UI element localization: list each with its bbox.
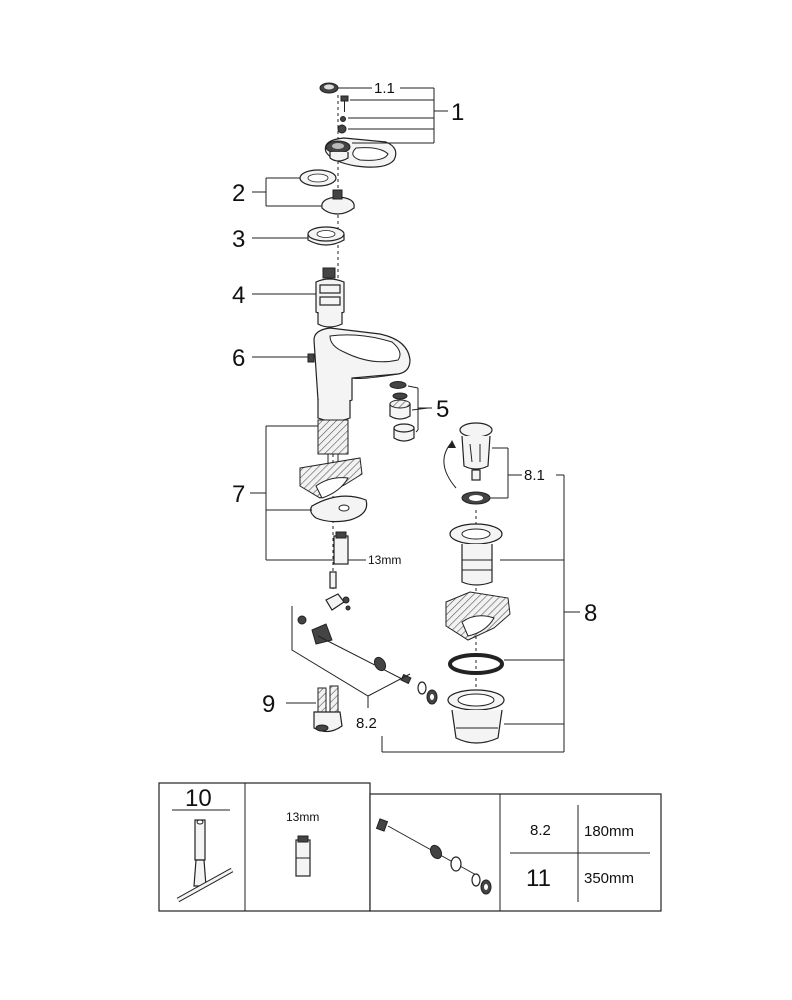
part-8-1-popup-plug: [443, 422, 493, 505]
part-4-cartridge: [315, 267, 345, 328]
part-1-screw: [337, 95, 349, 134]
part-7-washer-plate: [310, 495, 368, 523]
part-9-supply-hoses: [313, 685, 343, 733]
pull-rod-11-icon: [375, 818, 492, 895]
callout-4: 4: [232, 282, 245, 309]
part-6-faucet-body: [307, 327, 411, 422]
part-8-drain-flange: [449, 523, 503, 586]
part-lift-rod-clamp: [297, 571, 351, 645]
callout-9: 9: [262, 691, 275, 718]
socket-13mm-icon: [295, 835, 311, 877]
part-5-aerator: [389, 381, 415, 442]
part-3-nut: [307, 226, 345, 246]
table-socket-size: 13mm: [286, 810, 319, 824]
leader-lines-5: [407, 385, 432, 433]
table-tool-number: 10: [185, 785, 212, 812]
table-row-1-length: 180mm: [584, 823, 634, 840]
part-8-gasket: [445, 591, 511, 641]
part-7-gasket: [299, 457, 363, 499]
leader-lines-8-2: [291, 606, 564, 753]
table-row-2-item: 11: [526, 865, 551, 892]
callout-5: 5: [436, 396, 449, 423]
callout-8-1: 8.1: [524, 467, 545, 484]
callout-6: 6: [232, 345, 245, 372]
part-8-o-ring: [448, 653, 504, 675]
leader-lines-2: [252, 177, 322, 207]
callout-1: 1: [451, 99, 464, 126]
tool-10-wrench-icon: [176, 819, 234, 903]
callout-1-1: 1.1: [374, 80, 395, 97]
callout-8-2: 8.2: [356, 715, 377, 732]
parts-table: [158, 782, 662, 912]
part-pull-rod: [317, 635, 438, 705]
part-1-1-cap: [319, 82, 339, 94]
callout-2: 2: [232, 180, 245, 207]
part-7-socket-13mm: [333, 531, 349, 565]
table-row-1-item: 8.2: [530, 822, 551, 839]
part-2-ring-and-cover: [299, 169, 355, 215]
part-8-lock-nut: [447, 689, 505, 744]
callout-7: 7: [232, 481, 245, 508]
table-row-2-length: 350mm: [584, 870, 634, 887]
part-1-lever-handle: [324, 137, 397, 168]
callout-8: 8: [584, 600, 597, 627]
callout-3: 3: [232, 226, 245, 253]
leader-lines-7: [250, 425, 366, 561]
leader-lines-1: [338, 87, 448, 144]
leader-lines-8: [500, 475, 580, 752]
leader-lines-8-1: [490, 447, 564, 499]
callout-13mm: 13mm: [368, 553, 401, 567]
